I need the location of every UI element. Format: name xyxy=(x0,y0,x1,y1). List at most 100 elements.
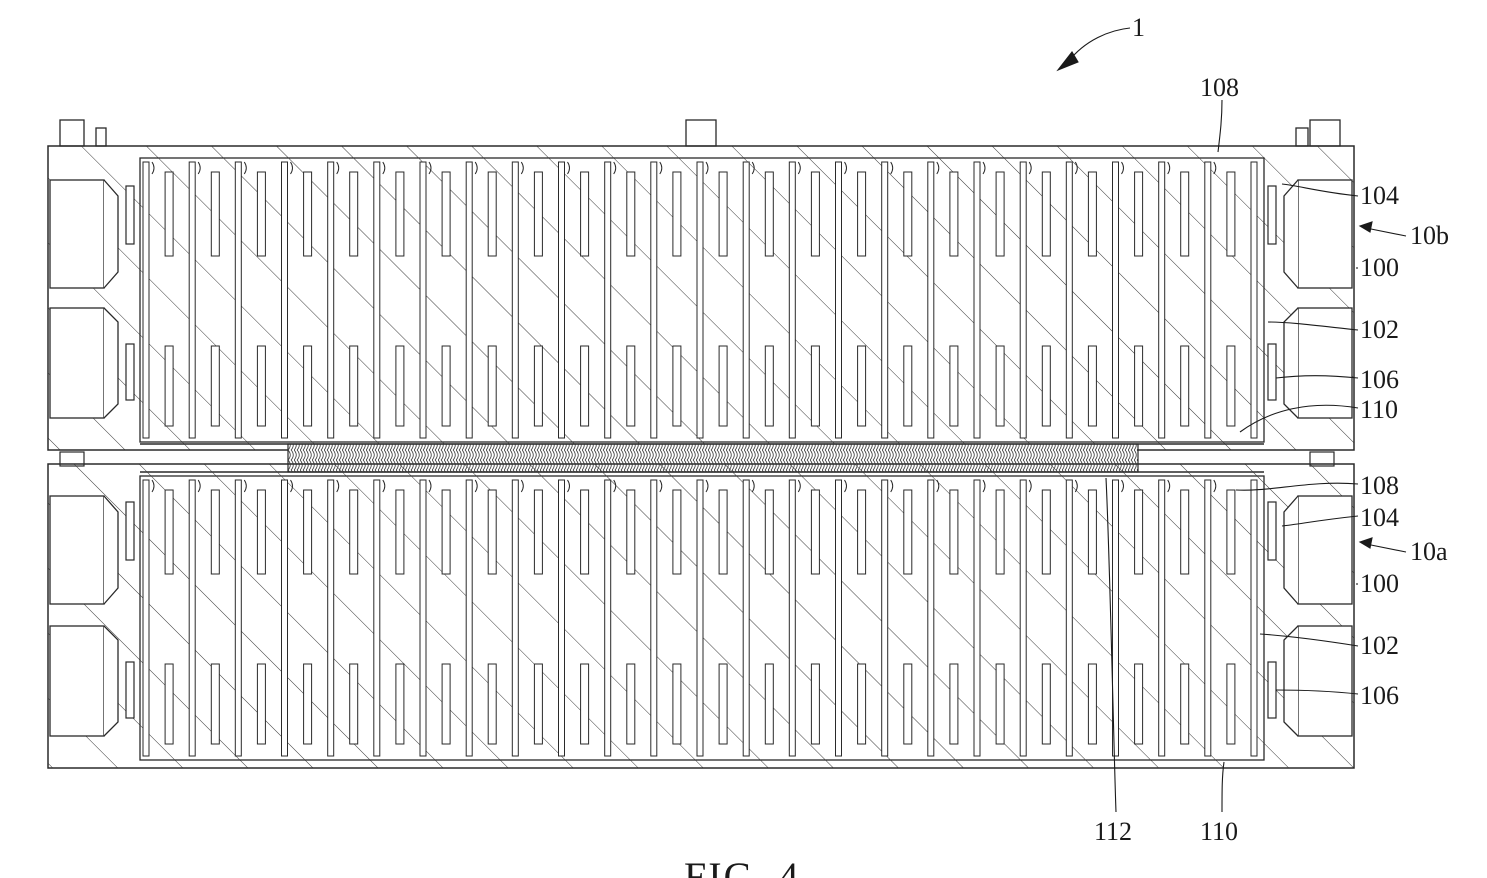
lower-plate xyxy=(882,480,888,756)
lower-slot-upper xyxy=(904,490,912,574)
upper-slot-lower xyxy=(950,346,958,426)
upper-plate xyxy=(1113,162,1119,438)
upper-slot-upper xyxy=(211,172,219,256)
upper-plate xyxy=(928,162,934,438)
upper-slot-lower xyxy=(211,346,219,426)
module-lower xyxy=(48,464,1354,768)
upper-plate xyxy=(974,162,980,438)
ref-102-upper: 102 xyxy=(1360,315,1399,344)
lower-slot-upper xyxy=(257,490,265,574)
lower-slot-upper xyxy=(1227,490,1235,574)
upper-plate xyxy=(1066,162,1072,438)
upper-slot-lower xyxy=(350,346,358,426)
lower-slot-lower xyxy=(488,664,496,744)
lower-slot-lower xyxy=(765,664,773,744)
upper-slot-upper xyxy=(165,172,173,256)
upper-plate xyxy=(882,162,888,438)
ref-110-upper: 110 xyxy=(1360,395,1398,424)
ref-110-lower: 110 xyxy=(1200,817,1238,846)
ref-104-lower: 104 xyxy=(1360,503,1399,532)
lower-plate xyxy=(466,480,472,756)
upper-plate xyxy=(1159,162,1165,438)
upper-slot-upper xyxy=(350,172,358,256)
lower-slot-upper xyxy=(858,490,866,574)
upper-slot-upper xyxy=(996,172,1004,256)
upper-slot-lower xyxy=(488,346,496,426)
ref-100-upper: 100 xyxy=(1360,253,1399,282)
upper-slot-lower xyxy=(1088,346,1096,426)
ref-108-lower: 108 xyxy=(1360,471,1399,500)
lower-slot-lower xyxy=(858,664,866,744)
upper-slot-lower xyxy=(904,346,912,426)
lower-plate xyxy=(605,480,611,756)
upper-plate xyxy=(743,162,749,438)
upper-slot-lower xyxy=(1181,346,1189,426)
lower-slot-lower xyxy=(627,664,635,744)
lower-slot-lower xyxy=(1135,664,1143,744)
lower-slot-upper xyxy=(396,490,404,574)
ref-108-upper: 108 xyxy=(1200,73,1239,102)
module-upper xyxy=(48,146,1354,450)
upper-slot-lower xyxy=(858,346,866,426)
lower-slot-lower xyxy=(673,664,681,744)
upper-slot-upper xyxy=(304,172,312,256)
upper-slot-upper xyxy=(581,172,589,256)
lower-plate xyxy=(743,480,749,756)
upper-slot-upper xyxy=(1088,172,1096,256)
ref-10b: 10b xyxy=(1410,221,1449,250)
ref-106-upper: 106 xyxy=(1360,365,1399,394)
upper-plate xyxy=(374,162,380,438)
lower-plate xyxy=(235,480,241,756)
lower-slot-lower xyxy=(211,664,219,744)
lower-slot-upper xyxy=(1088,490,1096,574)
upper-plate xyxy=(1251,162,1257,438)
lower-slot-lower xyxy=(950,664,958,744)
upper-slot-upper xyxy=(534,172,542,256)
top-tabs xyxy=(60,120,1340,146)
lower-slot-upper xyxy=(488,490,496,574)
upper-plate xyxy=(1020,162,1026,438)
lower-plate xyxy=(282,480,288,756)
upper-slot-upper xyxy=(396,172,404,256)
upper-slot-upper xyxy=(257,172,265,256)
lower-slot-upper xyxy=(581,490,589,574)
upper-plate xyxy=(605,162,611,438)
lower-slot-lower xyxy=(1227,664,1235,744)
lower-slot-upper xyxy=(627,490,635,574)
lower-slot-upper xyxy=(1042,490,1050,574)
upper-slot-lower xyxy=(396,346,404,426)
upper-plate xyxy=(328,162,334,438)
lower-plate xyxy=(1066,480,1072,756)
upper-plate xyxy=(789,162,795,438)
upper-slot-lower xyxy=(765,346,773,426)
upper-plate xyxy=(143,162,149,438)
lower-plate xyxy=(374,480,380,756)
lower-plate xyxy=(651,480,657,756)
upper-slot-lower xyxy=(534,346,542,426)
upper-plate xyxy=(282,162,288,438)
lower-plate xyxy=(420,480,426,756)
lower-slot-lower xyxy=(1088,664,1096,744)
lower-slot-lower xyxy=(350,664,358,744)
upper-plate xyxy=(836,162,842,438)
lower-plate xyxy=(928,480,934,756)
upper-slot-lower xyxy=(719,346,727,426)
upper-slot-lower xyxy=(304,346,312,426)
upper-plate xyxy=(420,162,426,438)
upper-slot-upper xyxy=(627,172,635,256)
upper-plate xyxy=(189,162,195,438)
lower-slot-lower xyxy=(257,664,265,744)
lower-plate xyxy=(512,480,518,756)
lower-plate xyxy=(1159,480,1165,756)
lower-plate xyxy=(836,480,842,756)
upper-slot-upper xyxy=(442,172,450,256)
figure-caption: FIG. 4 xyxy=(684,854,800,878)
upper-slot-lower xyxy=(1042,346,1050,426)
upper-slot-upper xyxy=(904,172,912,256)
lower-slot-lower xyxy=(442,664,450,744)
lower-slot-upper xyxy=(765,490,773,574)
lower-slot-upper xyxy=(719,490,727,574)
ref-102-lower: 102 xyxy=(1360,631,1399,660)
lower-slot-upper xyxy=(534,490,542,574)
lower-slot-lower xyxy=(996,664,1004,744)
